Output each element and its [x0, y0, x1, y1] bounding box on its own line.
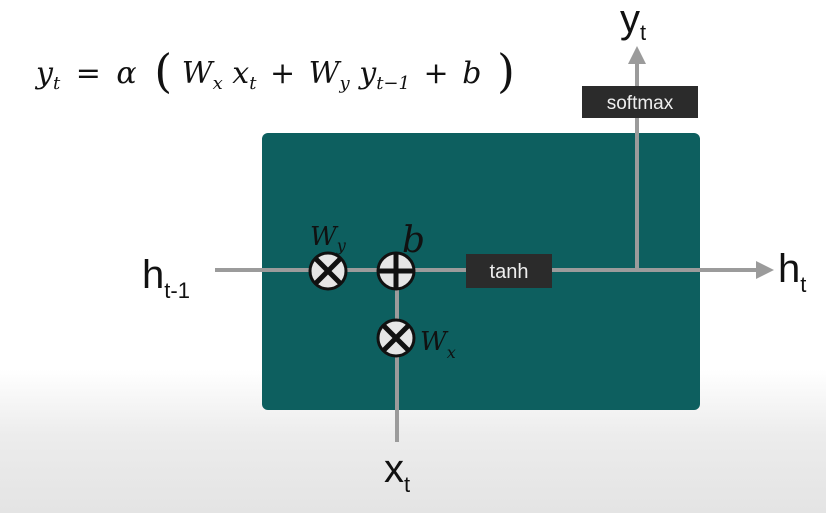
arrow-right-icon — [756, 261, 774, 279]
input-x-label: xt — [384, 447, 410, 497]
output-y-label: yt — [620, 0, 646, 45]
softmax-box — [582, 86, 698, 118]
output-hidden-label: ht — [778, 247, 806, 297]
multiply-wy-icon — [308, 251, 348, 291]
bias-label: b — [402, 220, 425, 261]
add-bias-icon — [376, 251, 416, 291]
wx-label: Wx — [420, 327, 456, 362]
multiply-wx-icon — [376, 318, 416, 358]
arrow-up-icon — [628, 46, 646, 64]
tanh-box — [466, 254, 552, 288]
tanh-label: tanh — [490, 261, 529, 283]
wy-label: Wy — [310, 222, 347, 255]
input-hidden-label: ht-1 — [142, 253, 190, 303]
softmax-label: softmax — [607, 93, 674, 114]
equation: yt = α ( Wx xt + Wy yt−1 + b ) — [34, 44, 515, 98]
